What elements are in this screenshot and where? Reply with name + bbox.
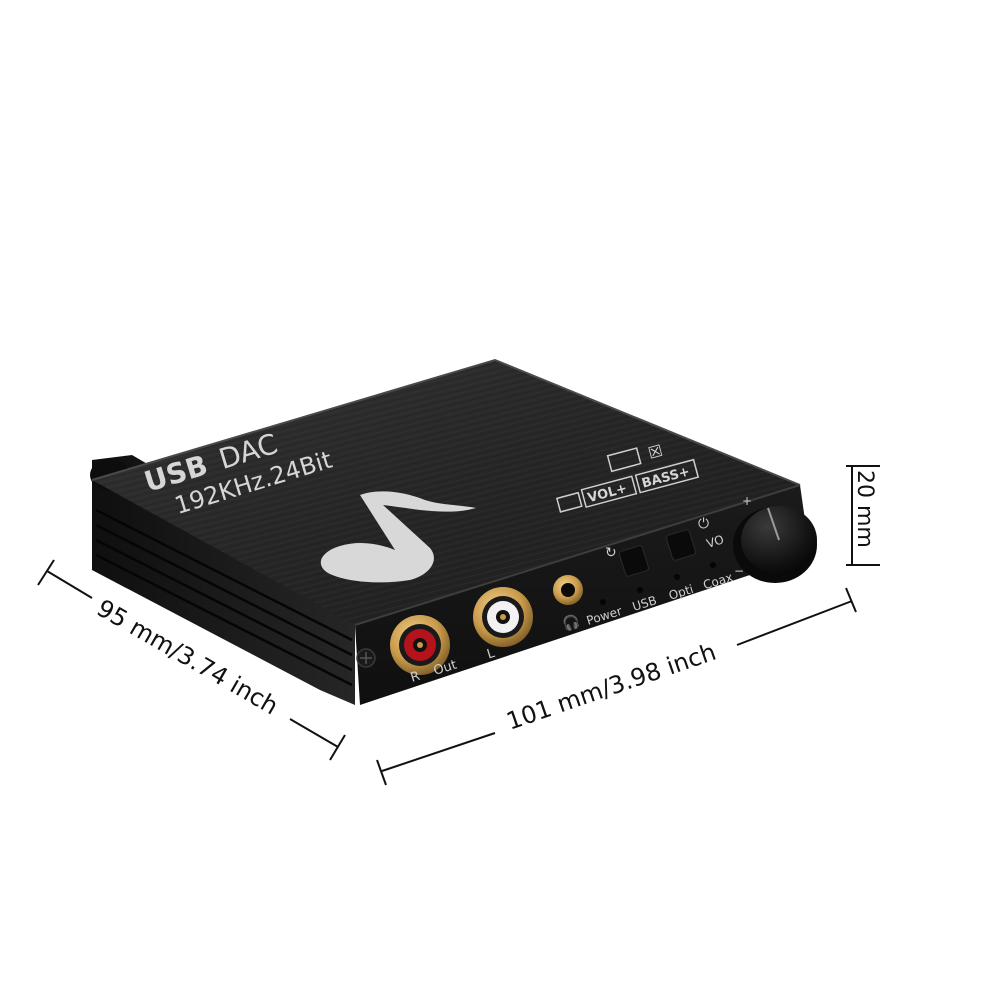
led-usb	[637, 587, 643, 593]
vol-label: VO	[705, 532, 726, 550]
screen-icon	[606, 447, 642, 473]
led-opti	[674, 574, 680, 580]
depth-dimension	[37, 559, 346, 761]
height-dimension	[846, 465, 880, 566]
rca-left-jack[interactable]	[473, 587, 533, 647]
front-panel	[355, 485, 810, 705]
headphone-jack[interactable]	[553, 575, 583, 605]
width-dimension	[376, 587, 857, 786]
mute-icon: ☒	[646, 441, 665, 463]
headphone-icon: 🎧	[560, 612, 582, 633]
side-fins	[95, 508, 353, 687]
rca-right-jack[interactable]	[390, 615, 450, 675]
input-select-button[interactable]	[618, 545, 650, 577]
usb-label: USB	[631, 593, 659, 614]
dac-device: USB DAC 192KHz.24Bit VOL+ BASS+ ☒	[90, 358, 817, 705]
power-button[interactable]	[665, 529, 697, 561]
led-power	[600, 599, 606, 605]
height-label: 20 mm	[852, 470, 877, 548]
left-side-panel	[92, 455, 355, 705]
right-label: R	[409, 669, 422, 686]
input-cycle-icon: ↻	[605, 545, 617, 561]
width-label: 101 mm/3.98 inch	[503, 638, 720, 736]
knob-plus: +	[742, 494, 752, 508]
led-coax	[710, 562, 716, 568]
music-note-logo	[320, 491, 476, 583]
volume-knob[interactable]	[733, 506, 817, 583]
power-icon: ⏻	[698, 516, 709, 532]
knob-minus: −	[734, 564, 744, 578]
out-label: Out	[432, 658, 459, 679]
